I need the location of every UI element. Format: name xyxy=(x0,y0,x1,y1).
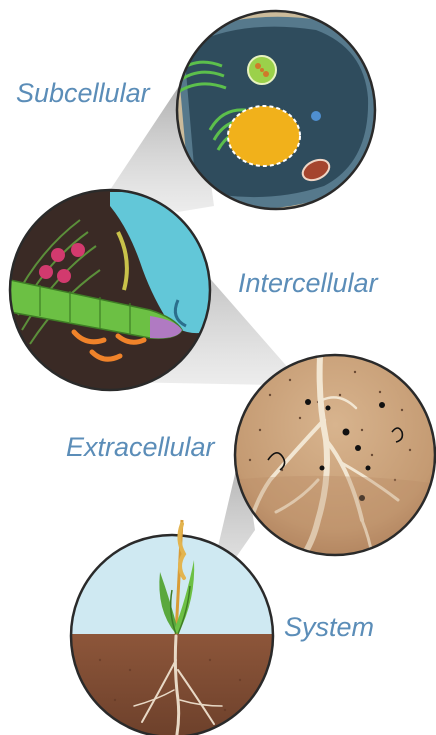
label-extracellular: Extracellular xyxy=(66,432,215,463)
label-subcellular: Subcellular xyxy=(16,78,150,109)
extracellular-circle xyxy=(230,355,436,560)
vesicle xyxy=(311,111,321,121)
nucleus xyxy=(228,106,300,166)
label-intercellular: Intercellular xyxy=(238,268,378,299)
label-system: System xyxy=(284,612,374,643)
system-circle xyxy=(70,535,275,735)
ground xyxy=(70,634,275,735)
